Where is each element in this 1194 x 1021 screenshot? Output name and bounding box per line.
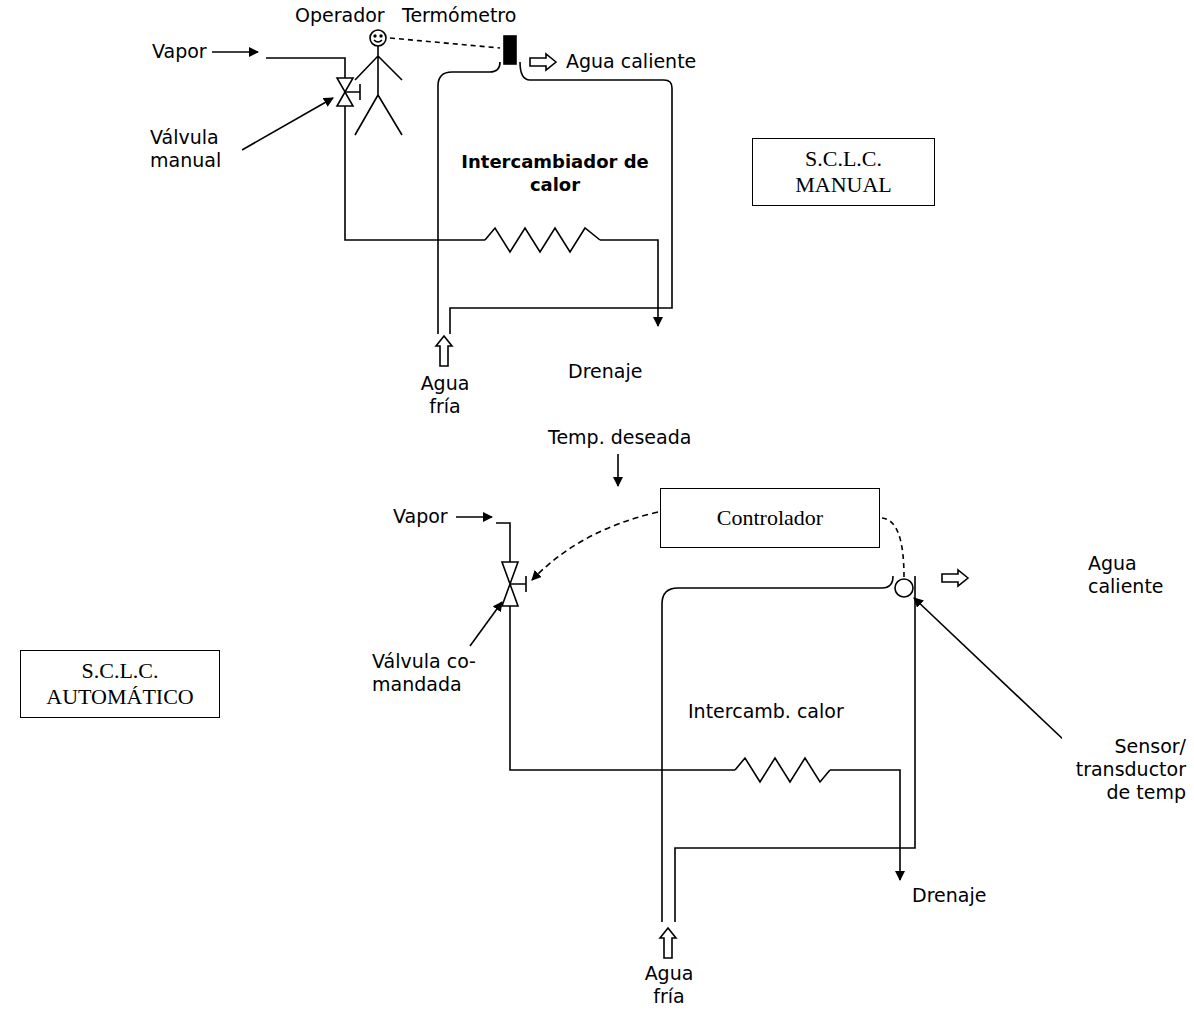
drain-label: Drenaje bbox=[568, 360, 642, 383]
controller-box: Controlador bbox=[660, 488, 880, 548]
drain-pipe bbox=[830, 770, 900, 880]
setpoint-arrow bbox=[617, 454, 619, 486]
outlet-arrow bbox=[942, 570, 968, 586]
observation-line bbox=[390, 38, 500, 48]
leader-arrow bbox=[242, 98, 333, 150]
steam-pipe bbox=[510, 606, 735, 770]
valve-handle bbox=[345, 84, 360, 100]
drain-label: Drenaje bbox=[912, 884, 986, 907]
leader-arrow bbox=[914, 598, 1066, 742]
water-pipe-wall bbox=[675, 576, 915, 922]
cold-water-label: Agua fría bbox=[416, 372, 474, 418]
system-title-box: S.C.L.C. AUTOMÁTICO bbox=[20, 650, 220, 718]
steam-pipe bbox=[496, 523, 510, 562]
heat-exchanger-coil bbox=[735, 758, 830, 782]
box-text: S.C.L.C. MANUAL bbox=[779, 146, 909, 198]
sensor-label: Sensor/ transductor de temp bbox=[1062, 735, 1186, 804]
hot-water-label: Agua caliente bbox=[566, 50, 696, 73]
steam-label: Vapor bbox=[152, 40, 207, 63]
steam-label: Vapor bbox=[393, 505, 448, 528]
leader-arrow bbox=[470, 602, 502, 646]
thermometer bbox=[504, 36, 516, 64]
water-pipe-wall bbox=[662, 576, 893, 922]
heat-exchanger-label: Intercambiador de calor bbox=[460, 150, 650, 196]
water-pipe-wall bbox=[438, 62, 500, 334]
steam-pipe bbox=[266, 58, 345, 78]
valve-label: Válvula manual bbox=[150, 126, 242, 172]
heat-exchanger-coil bbox=[485, 228, 600, 252]
heat-exchanger-label: Intercamb. calor bbox=[688, 700, 844, 723]
thermometer-label: Termómetro bbox=[402, 4, 516, 27]
temperature-sensor bbox=[895, 579, 913, 597]
operator-label: Operador bbox=[295, 4, 385, 27]
steam-arrow bbox=[212, 51, 258, 53]
measurement-signal bbox=[882, 518, 904, 577]
hot-water-label: Agua caliente bbox=[1088, 552, 1184, 598]
box-text: Controlador bbox=[717, 505, 823, 531]
operator-figure bbox=[355, 30, 402, 135]
inlet-arrow bbox=[660, 928, 676, 958]
control-signal bbox=[532, 512, 658, 580]
drain-pipe bbox=[600, 240, 658, 326]
box-text: S.C.L.C. AUTOMÁTICO bbox=[40, 658, 200, 710]
water-pipe-wall bbox=[450, 62, 672, 334]
steam-arrow bbox=[456, 516, 492, 518]
setpoint-label: Temp. deseada bbox=[548, 426, 691, 449]
valve-actuator bbox=[510, 576, 526, 592]
inlet-arrow bbox=[436, 336, 452, 366]
system-title-box: S.C.L.C. MANUAL bbox=[752, 138, 935, 206]
cold-water-label: Agua fría bbox=[640, 962, 698, 1008]
outlet-arrow bbox=[530, 54, 556, 70]
valve-label: Válvula co- mandada bbox=[372, 650, 502, 696]
